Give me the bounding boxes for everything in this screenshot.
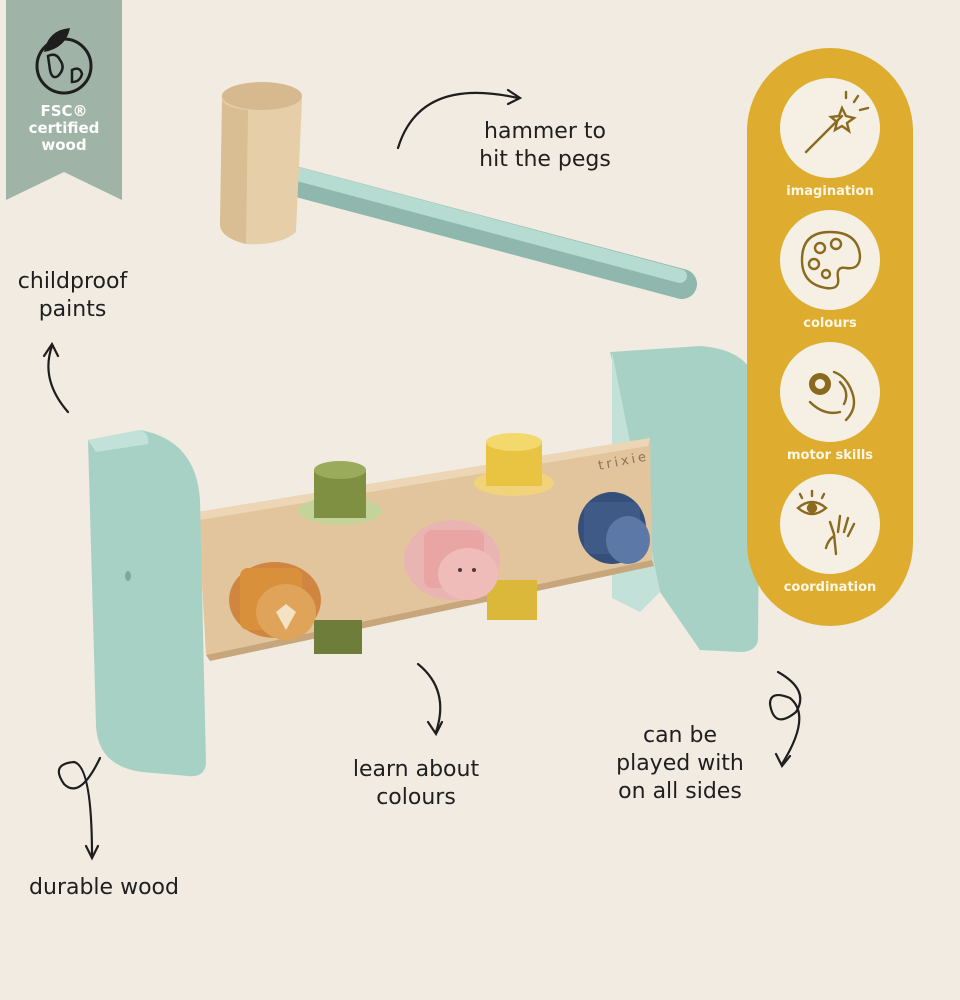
hand-grabbing-ball-icon — [808, 370, 856, 422]
benefits-panel: imagination colours motor skills — [747, 48, 913, 626]
paint-palette-icon — [800, 230, 862, 290]
durable-wood-label: durable wood — [29, 875, 179, 900]
eye-and-hand-icon — [796, 489, 856, 556]
childproof-paints-label: childproof paints — [17, 269, 128, 322]
annotation-arrows — [42, 88, 802, 861]
learn-colours-label: learn about colours — [352, 757, 480, 810]
benefit-coordination-label: coordination — [783, 580, 877, 595]
peg-olive — [298, 461, 382, 654]
earth-leaf-icon — [35, 28, 93, 95]
left-bench-side — [88, 430, 206, 777]
benefit-coordination — [780, 474, 880, 574]
benefit-colours-label: colours — [803, 316, 857, 331]
benefit-colours — [780, 210, 880, 310]
peg-yellow — [474, 433, 554, 620]
benefit-imagination-label: imagination — [786, 184, 874, 199]
benefit-imagination — [780, 78, 880, 178]
toy-hammer — [220, 82, 697, 299]
magic-wand-icon — [804, 90, 870, 154]
benefit-motor-skills-label: motor skills — [786, 448, 874, 463]
fsc-badge-text: FSC® certified wood — [28, 102, 100, 154]
peg-pink-cat — [404, 520, 500, 600]
peg-navy-hippo — [578, 492, 650, 564]
benefit-motor-skills — [780, 342, 880, 442]
all-sides-label: can be played with on all sides — [616, 723, 744, 804]
hammer-label: hammer to hit the pegs — [479, 119, 611, 172]
peg-orange-fox — [229, 562, 321, 640]
